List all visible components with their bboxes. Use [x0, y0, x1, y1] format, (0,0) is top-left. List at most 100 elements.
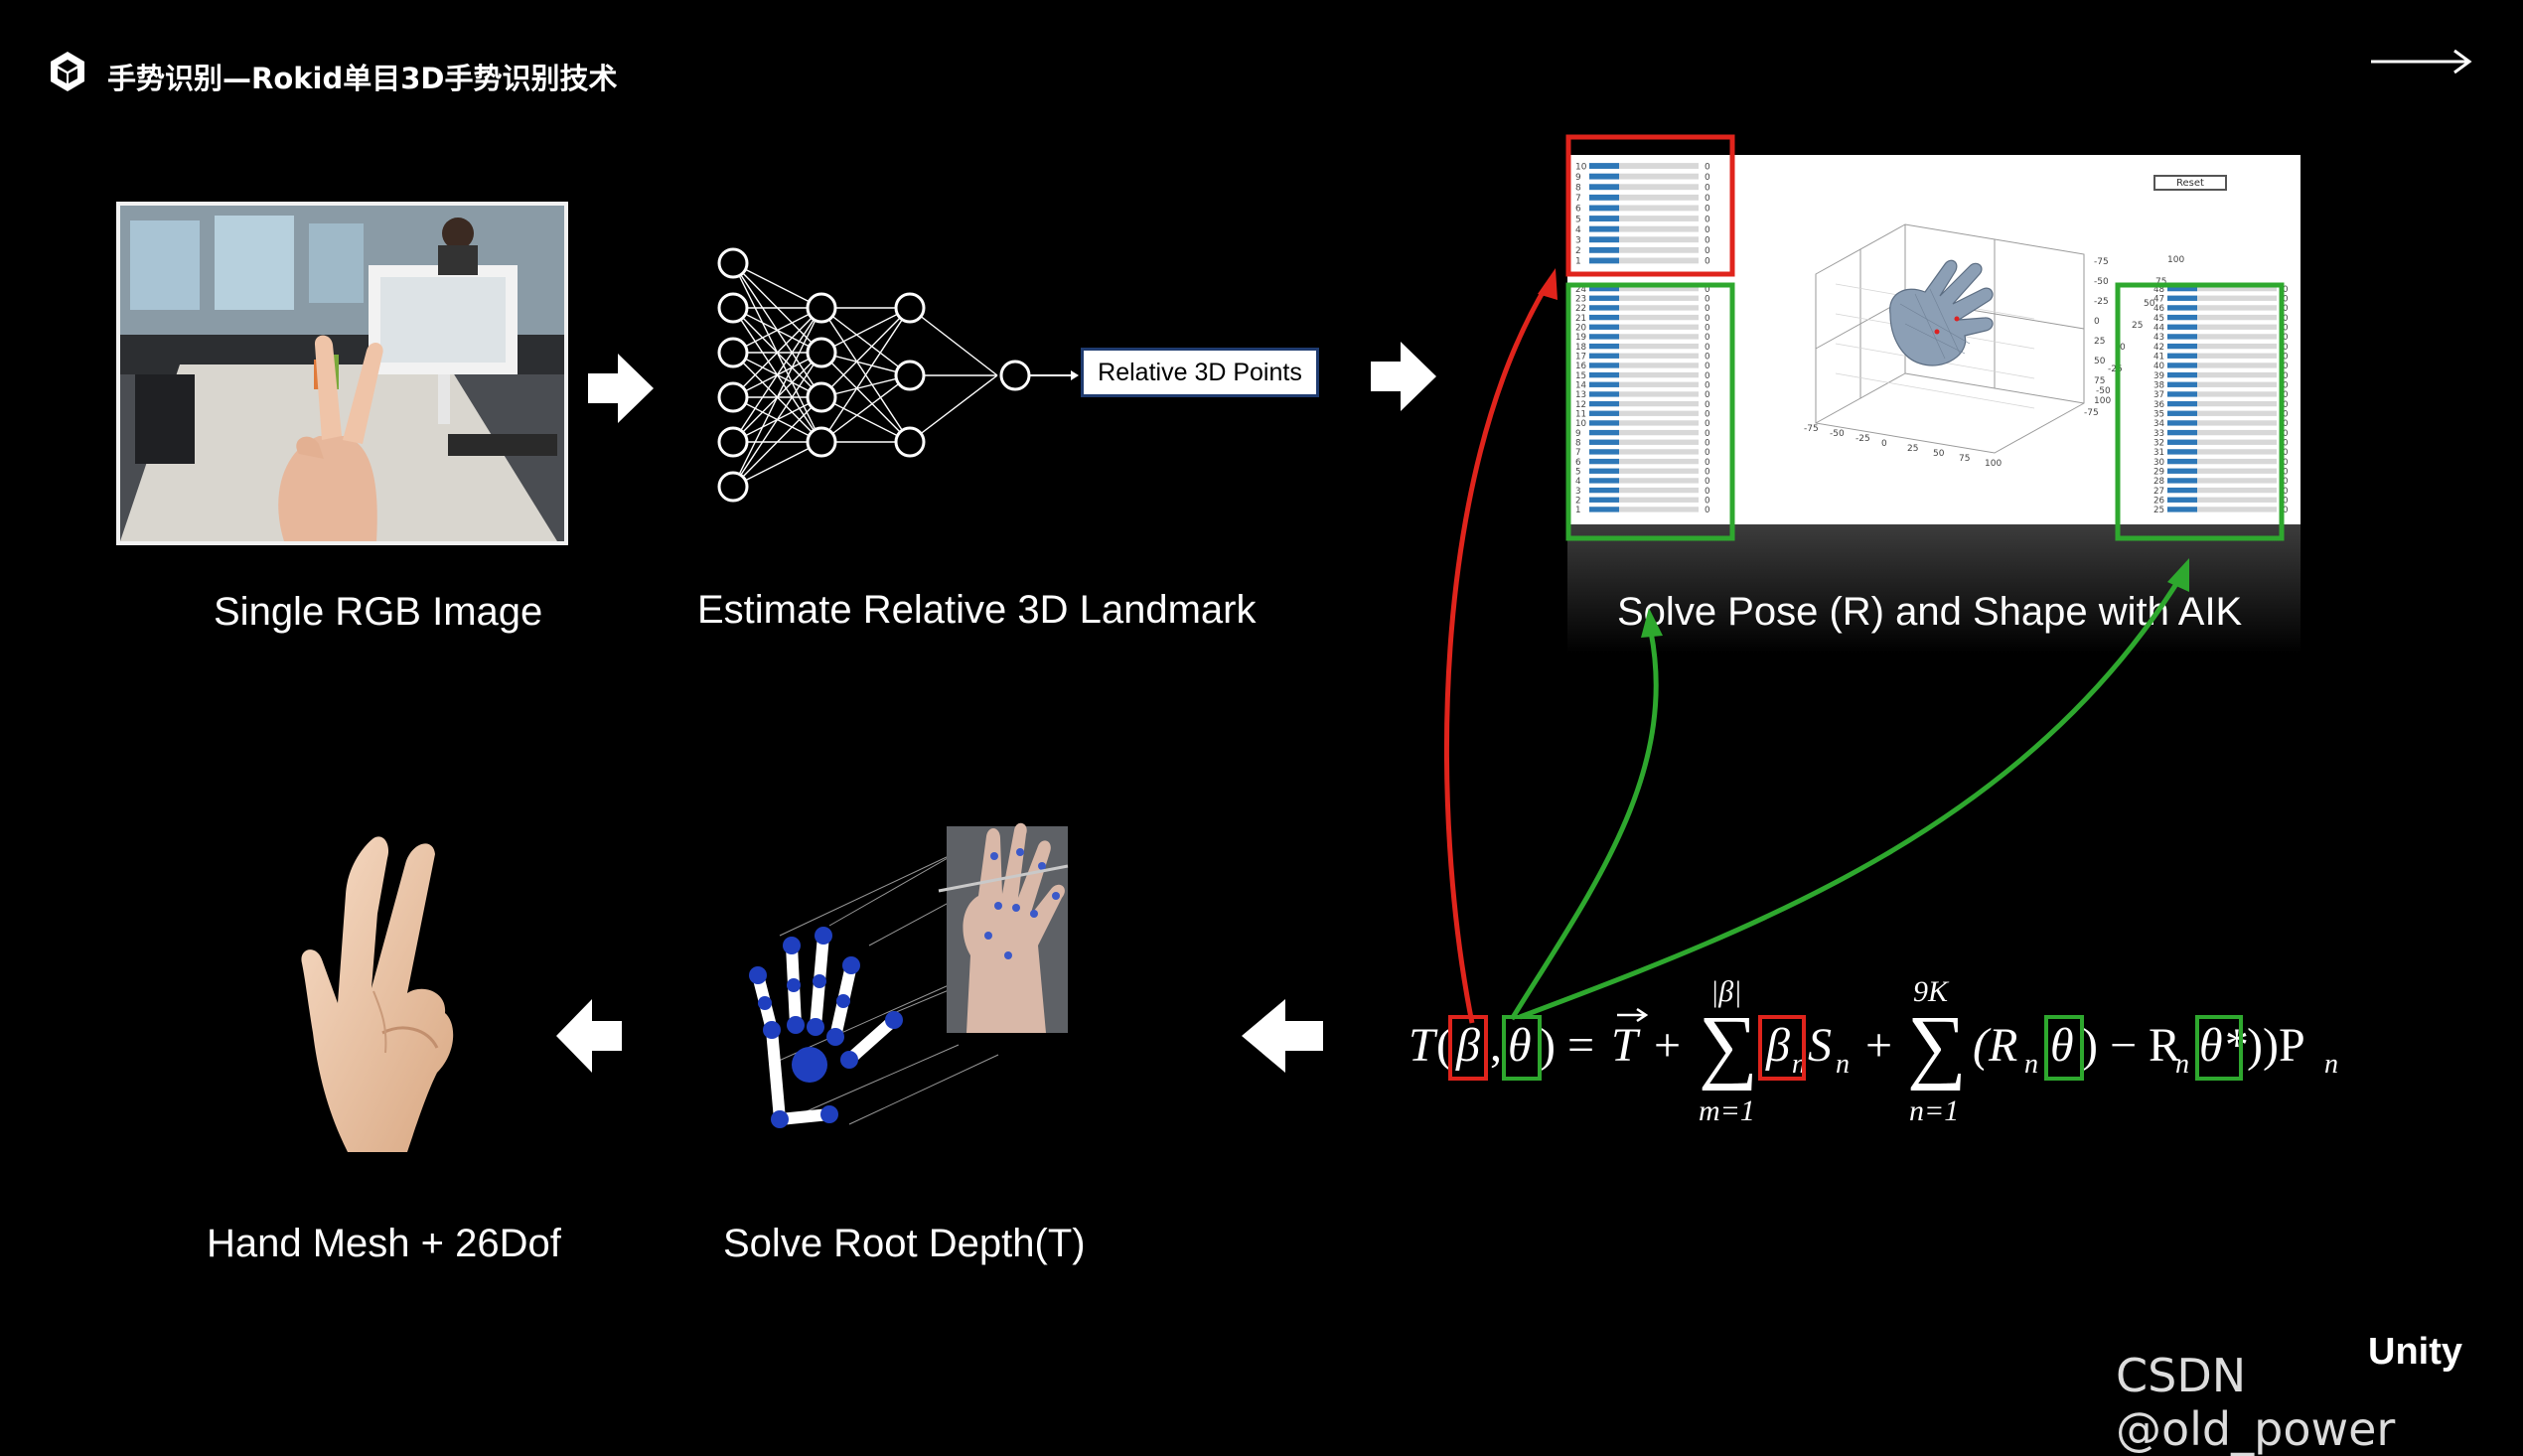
left-top-slider-track[interactable]	[1589, 205, 1699, 212]
left-bottom-slider-track[interactable]	[1589, 410, 1699, 416]
left-bottom-slider-track[interactable]	[1589, 314, 1699, 321]
right-slider-track[interactable]	[2167, 314, 2277, 321]
left-top-tick-label: 5	[1575, 215, 1581, 224]
left-bottom-tick-label: 14	[1575, 381, 1587, 391]
right-slider-track[interactable]	[2167, 478, 2277, 484]
left-top-slider-track[interactable]	[1589, 225, 1699, 232]
right-tick-label: 42	[2153, 343, 2164, 353]
left-bottom-tick-label: 2	[1575, 497, 1581, 507]
arrow-right-icon	[588, 354, 654, 423]
right-slider-track[interactable]	[2167, 334, 2277, 340]
left-bottom-slider-track[interactable]	[1589, 295, 1699, 301]
left-bottom-slider-track[interactable]	[1589, 429, 1699, 436]
formula-sum1-lower: m=1	[1699, 1094, 1755, 1127]
right-tick-label: 35	[2153, 410, 2164, 420]
right-slider-track[interactable]	[2167, 324, 2277, 330]
left-bottom-slider-track[interactable]	[1589, 449, 1699, 455]
right-slider-fill	[2167, 371, 2197, 378]
reset-button[interactable]: Reset	[2153, 175, 2227, 191]
left-top-slider-track[interactable]	[1589, 184, 1699, 191]
left-bottom-slider-track[interactable]	[1589, 439, 1699, 445]
right-slider-track[interactable]	[2167, 285, 2277, 292]
left-bottom-tick-label: 18	[1575, 343, 1586, 353]
right-slider-track[interactable]	[2167, 381, 2277, 387]
left-top-slider-track[interactable]	[1589, 163, 1699, 169]
right-slider-value: 0	[2283, 343, 2289, 353]
left-bottom-slider-track[interactable]	[1589, 324, 1699, 330]
right-slider-track[interactable]	[2167, 305, 2277, 311]
left-bottom-slider-track[interactable]	[1589, 381, 1699, 387]
left-bottom-slider-track[interactable]	[1589, 343, 1699, 350]
left-bottom-slider-track[interactable]	[1589, 400, 1699, 407]
right-slider-track[interactable]	[2167, 363, 2277, 368]
left-bottom-tick-label: 20	[1575, 324, 1586, 334]
right-slider-track[interactable]	[2167, 353, 2277, 359]
right-slider-track[interactable]	[2167, 458, 2277, 465]
right-slider-track[interactable]	[2167, 400, 2277, 407]
left-top-slider-track[interactable]	[1589, 257, 1699, 264]
y-axis-tick-label: 0	[2120, 343, 2126, 353]
formula-theta: θ	[1508, 1019, 1532, 1072]
z-axis-tick-label: -25	[2094, 297, 2109, 307]
arrow-right-icon[interactable]	[2369, 48, 2473, 75]
right-slider-fill	[2167, 468, 2197, 474]
right-slider-track[interactable]	[2167, 468, 2277, 474]
left-bottom-slider-fill	[1589, 449, 1619, 455]
left-bottom-slider-track[interactable]	[1589, 468, 1699, 474]
left-top-slider-track[interactable]	[1589, 216, 1699, 221]
left-top-slider-fill	[1589, 236, 1619, 243]
right-slider-value: 0	[2283, 390, 2289, 400]
red-highlight-box	[1565, 134, 1735, 277]
left-bottom-tick-label: 16	[1575, 362, 1586, 371]
left-bottom-tick-label: 23	[1575, 295, 1586, 305]
left-bottom-slider-track[interactable]	[1589, 391, 1699, 397]
left-top-slider-track[interactable]	[1589, 194, 1699, 201]
left-bottom-slider-fill	[1589, 305, 1619, 311]
arrow-right-icon	[1371, 342, 1436, 411]
left-bottom-slider-track[interactable]	[1589, 487, 1699, 494]
right-tick-label: 33	[2153, 429, 2164, 439]
left-top-slider-track[interactable]	[1589, 236, 1699, 243]
left-bottom-slider-track[interactable]	[1589, 371, 1699, 378]
left-bottom-slider-track[interactable]	[1589, 497, 1699, 503]
left-bottom-slider-track[interactable]	[1589, 420, 1699, 426]
formula-open-paren: (	[1436, 1019, 1452, 1072]
left-bottom-slider-fill	[1589, 353, 1619, 359]
left-top-slider-track[interactable]	[1589, 246, 1699, 253]
left-bottom-tick-label: 10	[1575, 419, 1586, 429]
left-bottom-slider-track[interactable]	[1589, 285, 1699, 292]
left-bottom-slider-track[interactable]	[1589, 507, 1699, 512]
right-slider-track[interactable]	[2167, 507, 2277, 512]
right-slider-track[interactable]	[2167, 487, 2277, 494]
right-slider-value: 0	[2283, 353, 2289, 363]
left-bottom-slider-track[interactable]	[1589, 353, 1699, 359]
formula-red-box-beta	[1448, 1015, 1488, 1081]
formula-beta-n: β	[1765, 1019, 1790, 1072]
right-slider-fill	[2167, 334, 2197, 340]
right-slider-track[interactable]	[2167, 439, 2277, 445]
left-top-slider-track[interactable]	[1589, 173, 1699, 180]
left-bottom-slider-track[interactable]	[1589, 478, 1699, 484]
right-slider-track[interactable]	[2167, 410, 2277, 416]
right-slider-track[interactable]	[2167, 420, 2277, 426]
left-bottom-slider-fill	[1589, 507, 1619, 512]
right-slider-track[interactable]	[2167, 449, 2277, 455]
left-bottom-slider-track[interactable]	[1589, 458, 1699, 465]
left-top-slider-value: 0	[1705, 225, 1710, 235]
left-bottom-slider-fill	[1589, 295, 1619, 301]
formula-red-box-beta-n	[1758, 1015, 1806, 1081]
right-slider-track[interactable]	[2167, 497, 2277, 503]
x-axis-tick-label: -50	[1830, 429, 1845, 439]
left-top-tick-label: 1	[1575, 257, 1581, 267]
right-slider-track[interactable]	[2167, 391, 2277, 397]
left-bottom-slider-track[interactable]	[1589, 363, 1699, 368]
left-bottom-tick-label: 5	[1575, 468, 1581, 478]
right-slider-track[interactable]	[2167, 371, 2277, 378]
left-bottom-slider-track[interactable]	[1589, 334, 1699, 340]
left-bottom-slider-track[interactable]	[1589, 305, 1699, 311]
right-slider-track[interactable]	[2167, 295, 2277, 301]
right-slider-track[interactable]	[2167, 343, 2277, 350]
left-bottom-tick-label: 21	[1575, 314, 1586, 324]
right-slider-track[interactable]	[2167, 429, 2277, 436]
formula-theta-star: θ*	[2199, 1019, 2247, 1072]
